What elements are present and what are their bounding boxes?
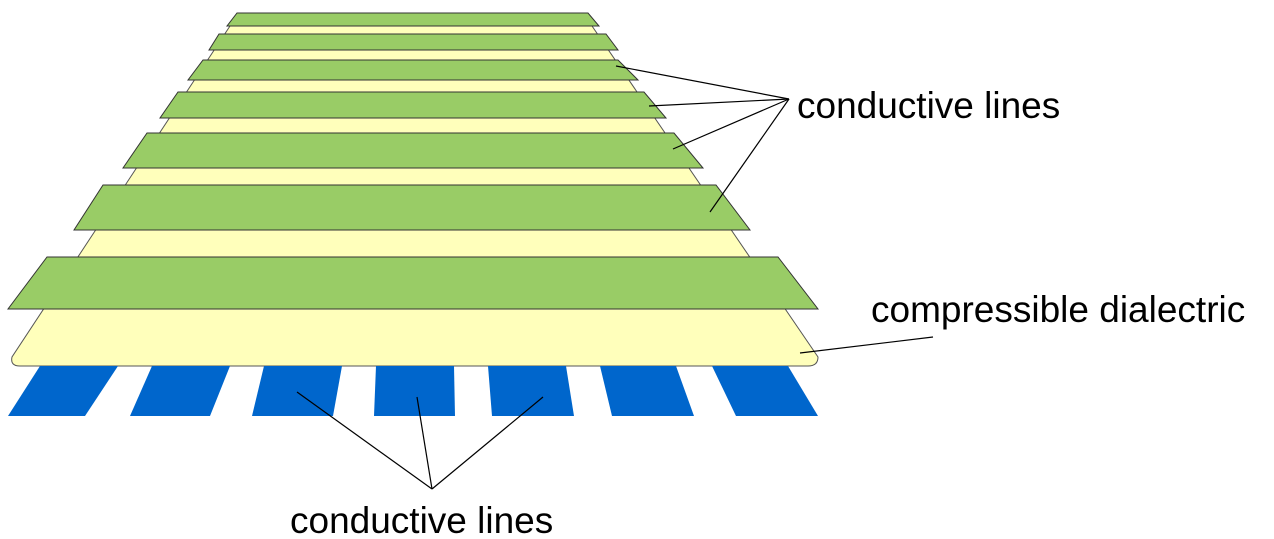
bottom-line-5 bbox=[488, 366, 574, 416]
leader-line bbox=[615, 65, 790, 100]
bottom-line-4 bbox=[374, 366, 455, 416]
bottom-conductive-lines bbox=[8, 366, 818, 416]
dielectric-label: compressible dialectric bbox=[871, 289, 1245, 330]
bottom-line-1 bbox=[8, 366, 118, 416]
leader-line bbox=[709, 98, 790, 213]
bottom-line-7 bbox=[712, 366, 818, 416]
top-conductive-lines bbox=[7, 12, 820, 310]
bottom-lines-leaders bbox=[296, 391, 544, 490]
top-lines-label: conductive lines bbox=[797, 85, 1060, 126]
leader-line bbox=[648, 98, 790, 107]
dielectric-leader bbox=[799, 336, 934, 354]
top-line-5 bbox=[122, 132, 705, 169]
bottom-line-2 bbox=[130, 366, 230, 416]
top-line-7 bbox=[7, 256, 820, 310]
bottom-lines-label: conductive lines bbox=[290, 500, 553, 539]
bottom-line-3 bbox=[252, 366, 342, 416]
top-line-3 bbox=[187, 59, 640, 81]
leader-line bbox=[431, 396, 544, 490]
top-line-6 bbox=[73, 184, 752, 231]
leader-line bbox=[672, 98, 790, 150]
top-line-4 bbox=[159, 91, 668, 119]
top-line-1 bbox=[225, 12, 601, 27]
top-line-2 bbox=[208, 33, 619, 51]
bottom-line-6 bbox=[600, 366, 694, 416]
top-lines-leaders bbox=[615, 65, 790, 213]
leader-line bbox=[416, 396, 433, 490]
leader-line bbox=[296, 391, 433, 490]
